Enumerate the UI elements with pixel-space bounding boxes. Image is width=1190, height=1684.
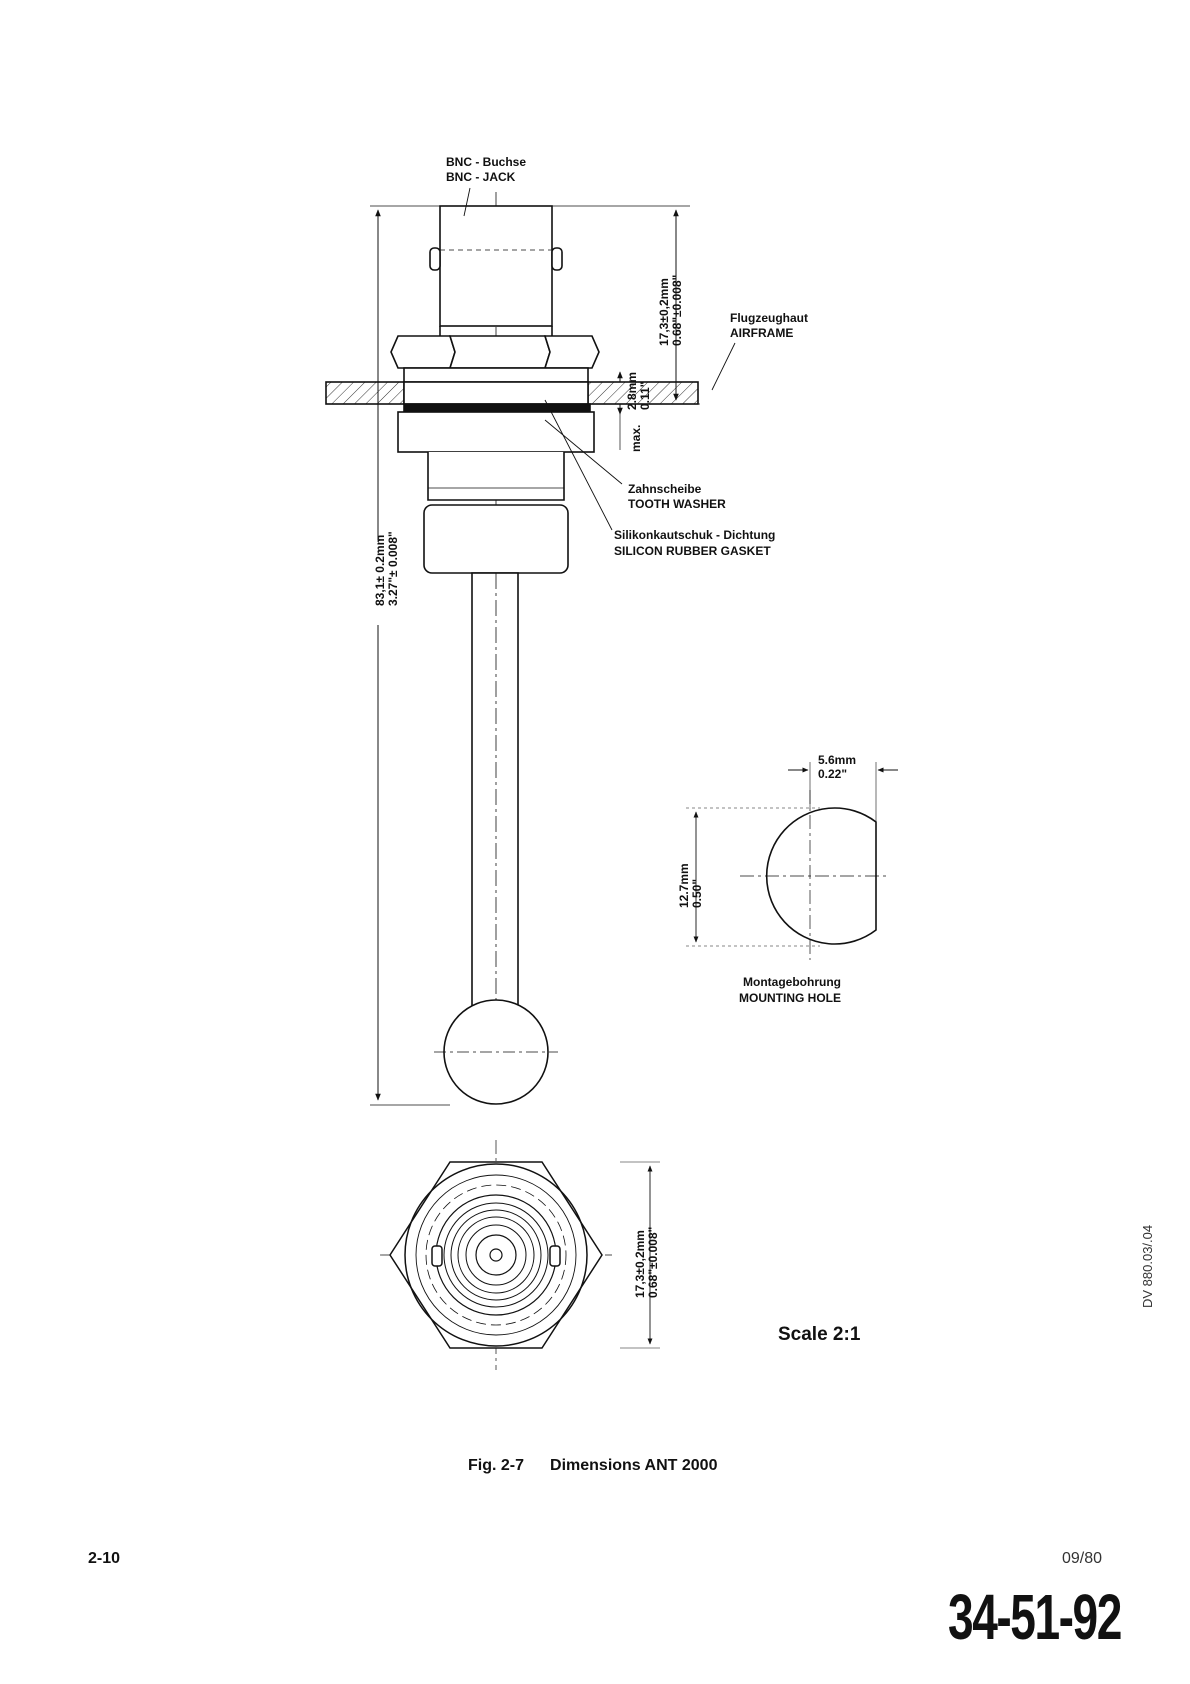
label-gasket-en: SILICON RUBBER GASKET [614,544,771,558]
revision-date: 09/80 [1062,1550,1103,1567]
top-bayonet-right [549,1245,561,1267]
dimension-thickness-max: max. [629,425,643,452]
label-airframe-en: AIRFRAME [730,326,793,340]
tooth-washer [403,367,589,383]
bnc-jack-body [439,205,553,327]
label-gasket-de: Silikonkautschuk - Dichtung [614,528,775,542]
dimension-overall-mm: 83,1± 0.2mm [373,535,387,606]
mounting-hole-view [740,790,890,960]
side-view [325,192,699,1105]
label-hole-en: MOUNTING HOLE [739,991,841,1005]
side-document-code: DV 880.03/.04 [1140,1224,1155,1308]
dimension-jack-mm: 17,3±0,2mm [657,278,671,346]
label-hole-de: Montagebohrung [743,975,841,989]
top-bayonet-left [431,1245,443,1267]
dimension-jack-in: 0.68"±0.008" [670,275,684,346]
dimension-hole-dia-in: 0.50" [690,879,704,908]
top-view [380,1140,612,1370]
hex-nut [390,335,456,369]
dimension-hole [686,762,898,947]
chapter-code: 34-51-92 [948,1581,1122,1653]
bayonet-pin-left [429,247,441,271]
dimension-thickness-in: 0.11" [638,382,652,410]
dimension-hole-flat-mm: 5.6mm [818,753,856,767]
rubber-gasket [403,403,591,412]
lower-body [423,504,569,574]
figure-number: Fig. 2-7 [468,1457,525,1474]
antenna-rod [471,572,519,1009]
connector-neck [427,452,565,501]
dimension-hex-mm: 17,3±0,2mm [633,1230,647,1298]
hex-outer-ring [404,1163,588,1347]
label-washer-de: Zahnscheibe [628,482,702,496]
airframe-plate-left [325,381,405,405]
dimension-hole-dia-mm: 12.7mm [677,863,691,908]
dimension-overall-in: 3.27"± 0.008" [386,531,400,606]
label-bnc-en: BNC - JACK [446,170,516,184]
label-airframe-de: Flugzeughaut [730,311,808,325]
hex-outline [389,1161,603,1349]
dimension-overall [370,205,450,1106]
page-number: 2-10 [88,1550,121,1567]
center-pin [489,1248,503,1262]
leader-lines [463,187,736,531]
bayonet-pin-right [551,247,563,271]
lower-flange [397,411,595,453]
dimension-hex [620,1161,660,1349]
dimension-thickness-mm: 2.8mm [625,372,639,410]
dimension-jack-height [552,205,700,405]
dimension-hex-in: 0.68"±0.008" [646,1227,660,1298]
label-bnc-de: BNC - Buchse [446,155,526,169]
scale-note: Scale 2:1 [778,1324,861,1345]
label-washer-en: TOOTH WASHER [628,497,726,511]
dimension-hole-flat-in: 0.22" [818,767,847,781]
figure-title: Dimensions ANT 2000 [550,1457,718,1474]
figure-caption: Fig. 2-7 Dimensions ANT 2000 [468,1457,717,1475]
